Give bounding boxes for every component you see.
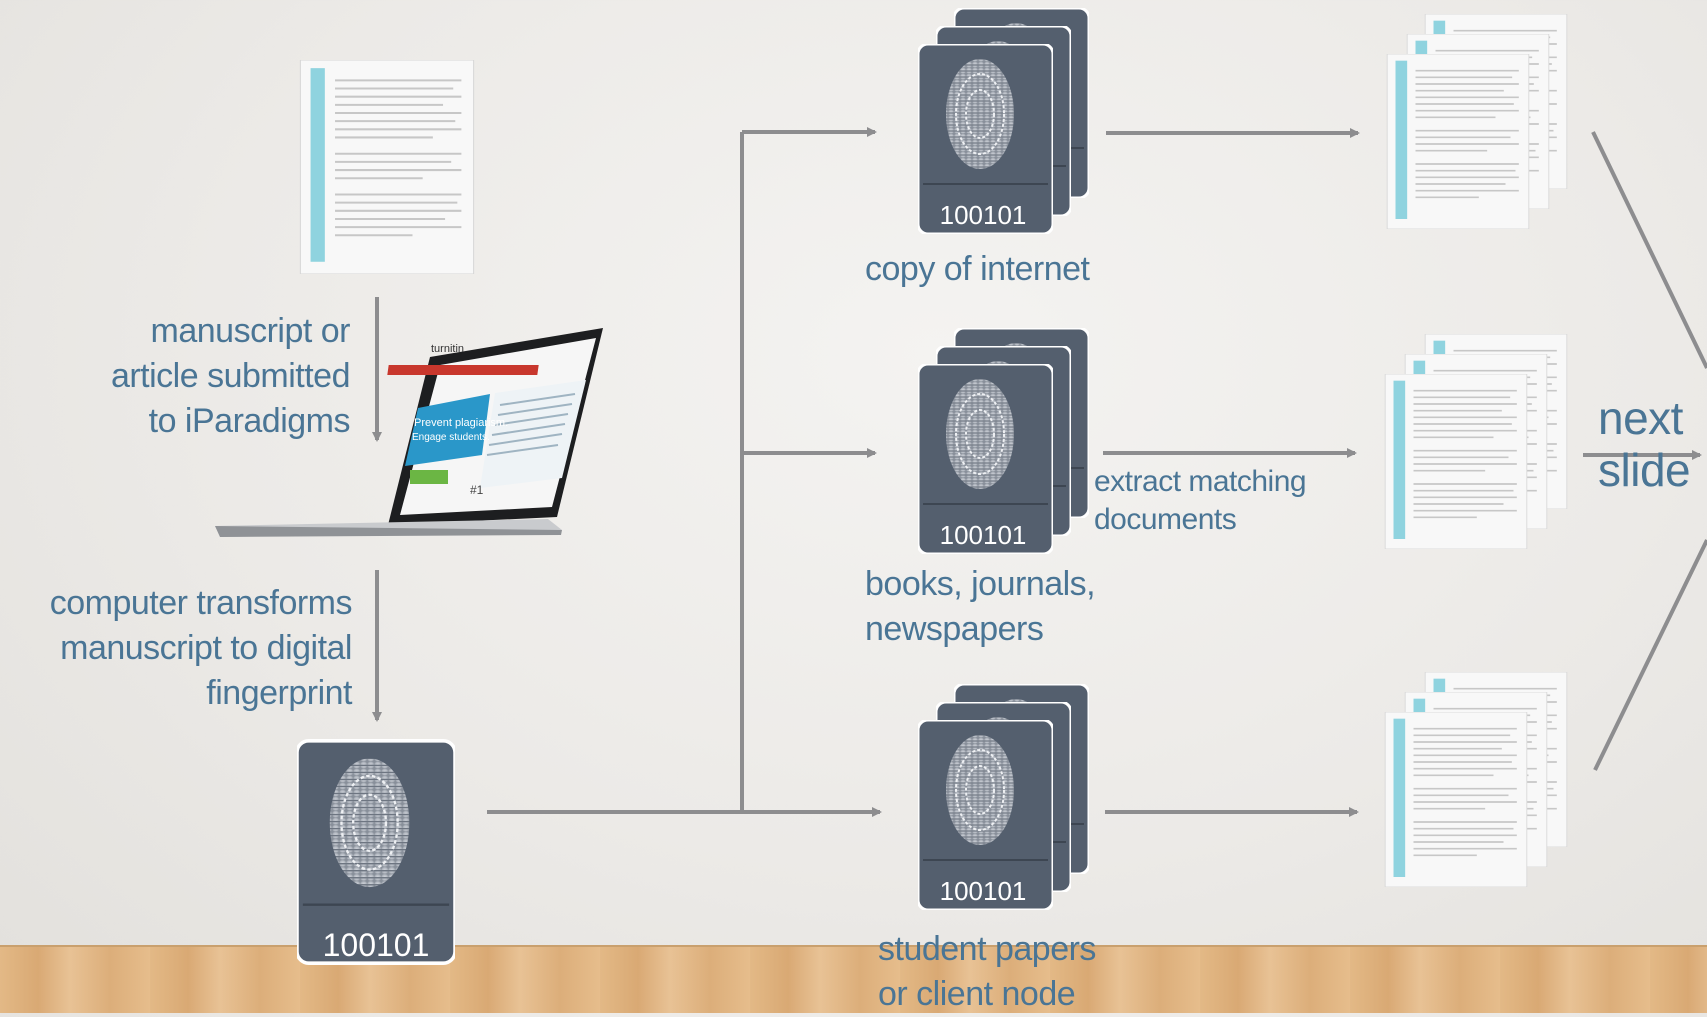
matched-documents-student [1384,672,1568,887]
laptop-icon: turnitin Prevent plagiarism. Engage stud… [215,328,603,537]
laptop-headline-2: Engage students. [412,432,490,443]
database-student-line-2: or client node [878,975,1076,1013]
next-slide-arrows [1583,131,1707,771]
database-books-label: books, journals, newspapers [865,562,1096,652]
student-fingerprint-code: 100101 [940,876,1027,906]
internet-fingerprint-code: 100101 [940,200,1027,230]
database-internet-label: copy of internet [865,247,1090,292]
step-submit-line-1: manuscript or [150,312,351,350]
extract-line-2: documents [1094,503,1237,536]
extract-line-1: extract matching [1094,465,1307,498]
extract-label: extract matching documents [1094,463,1307,539]
matched-documents-books [1384,334,1568,549]
books-fingerprint-code: 100101 [940,520,1027,550]
laptop-badge: #1 [470,483,484,497]
laptop-brand-text: turnitin [431,343,464,355]
extract-arrows [1103,128,1360,817]
next-slide-label: next slide [1598,392,1691,496]
floor-background [0,945,1707,1013]
step-transform-label: computer transforms manuscript to digita… [49,581,353,716]
source-fingerprint-card: 100101 [297,739,455,965]
next-slide-line-2: slide [1598,444,1691,496]
step-submit-line-3: to iParadigms [148,402,351,440]
step-transform-line-1: computer transforms [49,584,353,622]
database-books-line-1: books, journals, [865,565,1096,603]
database-books-stack: 100101 [918,328,1089,554]
step-transform-line-2: manuscript to digital [60,629,352,667]
next-slide-line-1: next [1598,392,1683,444]
database-student-line-1: student papers [878,930,1096,968]
distribution-arrows [487,127,882,817]
matched-documents-internet [1386,14,1568,229]
database-student-stack: 100101 [918,684,1089,910]
source-fingerprint-code: 100101 [323,927,430,963]
database-internet-stack: 100101 [918,8,1089,234]
step-transform-line-3: fingerprint [206,674,352,712]
database-books-line-2: newspapers [865,610,1044,648]
database-internet-line-1: copy of internet [865,250,1090,288]
laptop-headline-1: Prevent plagiarism. [414,417,508,429]
step-submit-label: manuscript or article submitted to iPara… [110,309,351,444]
database-student-label: student papers or client node [878,927,1096,1017]
manuscript-document-icon [299,60,475,274]
step-submit-line-2: article submitted [110,357,351,395]
